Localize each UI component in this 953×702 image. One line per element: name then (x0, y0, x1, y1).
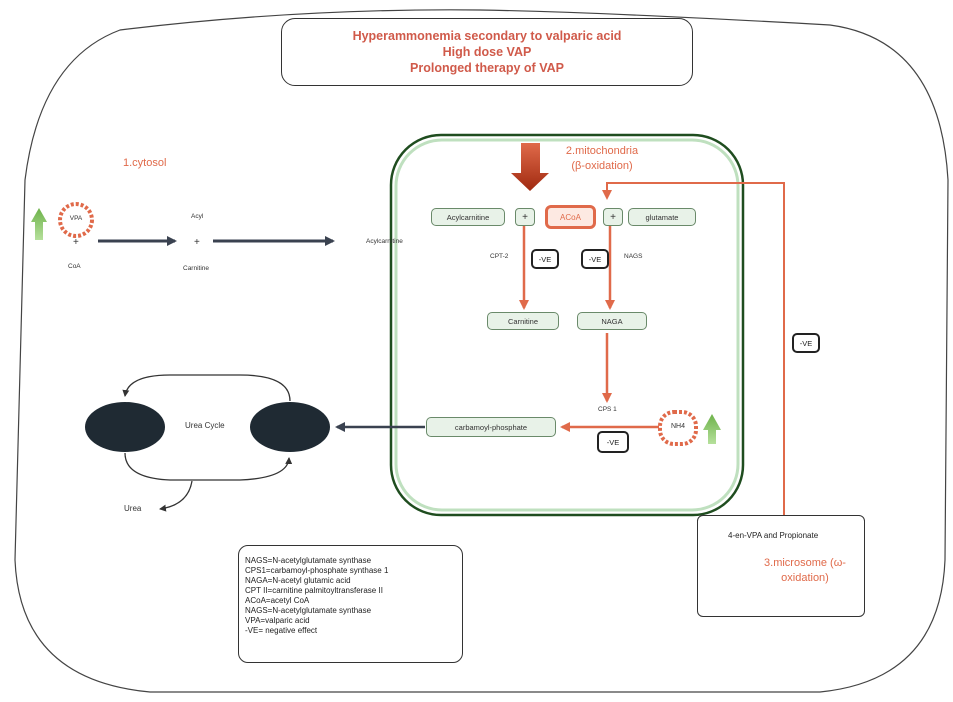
legend-item: CPT II=carnitine palmitoyltransferase II (245, 586, 383, 595)
cell-outline (14, 9, 949, 693)
header-line-1: Hyperammonemia secondary to valparic aci… (352, 29, 622, 43)
mitochondria-outline (389, 133, 745, 517)
microsome-label: 3.microsome (ω- oxidation) (750, 556, 860, 586)
microsome-product: 4-en-VPA and Propionate (728, 531, 819, 540)
mitochondria-label-line1: 2.mitochondria (565, 145, 639, 157)
cytosol-label: 1.cytosol (123, 157, 167, 169)
mito-carnitine: Carnitine (487, 312, 559, 330)
urea-product-label: Urea (124, 504, 142, 513)
cytosol-plus-2: + (194, 237, 200, 248)
ve-box-microsome: -VE (792, 333, 820, 353)
vpa-dashed-circle (58, 202, 94, 238)
urea-cycle-label: Urea Cycle (185, 421, 225, 430)
mito-glutamate: glutamate (628, 208, 696, 226)
ve-box-cpt2: -VE (531, 249, 559, 269)
mito-acoa: ACoA (545, 205, 596, 229)
urea-node-right (250, 402, 330, 452)
header-box: Hyperammonemia secondary to valparic aci… (281, 18, 693, 86)
nh4-label: NH4 (670, 423, 685, 430)
acylcarnitine-label-cytosol: Acylcarnitine (366, 238, 403, 245)
header-line-3: Prolonged therapy of VAP (410, 61, 564, 75)
vpa-label: VPA (69, 215, 83, 222)
carnitine-label-cytosol: Carnitine (183, 265, 210, 272)
mito-acylcarnitine: Acylcarnitine (431, 208, 505, 226)
cytosol-plus-1: + (73, 237, 79, 248)
legend-item: NAGA=N-acetyl glutamic acid (245, 576, 351, 585)
legend-item: VPA=valparic acid (245, 616, 310, 625)
mito-carbamoyl-phosphate: carbamoyl-phosphate (426, 417, 556, 437)
green-up-arrow-vpa (31, 208, 47, 240)
legend-box: NAGS=N-acetylglutamate synthase CPS1=car… (238, 545, 463, 663)
legend-item: NAGS=N-acetylglutamate synthase (245, 606, 372, 615)
mitochondria-label: 2.mitochondria (β-oxidation) (562, 144, 642, 174)
header-line-2: High dose VAP (442, 45, 532, 59)
urea-node-left (85, 402, 165, 452)
mito-plus-right: + (603, 208, 623, 226)
microsome-feedback-line (602, 182, 785, 515)
ve-box-cps1: -VE (597, 431, 629, 453)
nh4-dashed-box (658, 410, 698, 446)
ve-box-nags: -VE (581, 249, 609, 269)
legend-item: -VE= negative effect (245, 626, 318, 635)
cpt2-label: CPT-2 (490, 253, 509, 260)
mito-plus-left: + (515, 208, 535, 226)
legend-item: NAGS=N-acetylglutamate synthase (245, 556, 372, 565)
mito-naga: NAGA (577, 312, 647, 330)
microsome-label-line1: 3.microsome (ω- (764, 557, 846, 569)
green-up-arrow-nh4 (703, 414, 721, 444)
coa-label: CoA (68, 263, 81, 270)
mitochondria-label-line2: (β-oxidation) (571, 160, 633, 172)
cps1-label: CPS 1 (598, 406, 617, 413)
red-entry-arrow (511, 143, 549, 191)
microsome-box: 4-en-VPA and Propionate 3.microsome (ω- … (697, 515, 865, 617)
legend-item: ACoA=acetyl CoA (245, 596, 310, 605)
acyl-label: Acyl (191, 213, 204, 220)
legend-item: CPS1=carbamoyl-phosphate synthase 1 (245, 566, 389, 575)
microsome-label-line2: oxidation) (781, 572, 829, 584)
nags-label: NAGS (624, 253, 643, 260)
